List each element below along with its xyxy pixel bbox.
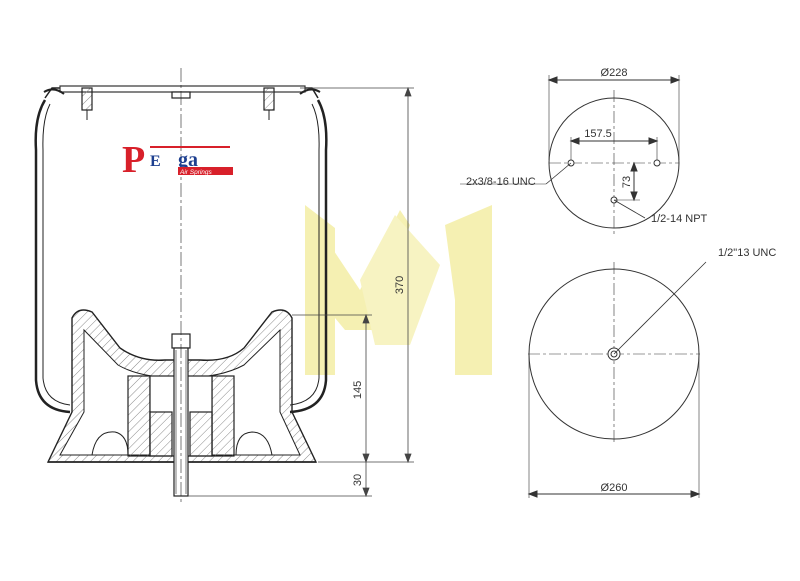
- air-spring-side-view: [34, 68, 328, 505]
- stud-spacing-label: 157.5: [584, 128, 612, 140]
- pega-logo: P E ga Air Springs: [122, 139, 233, 181]
- air-inlet-thread-label: 1/2-14 NPT: [651, 213, 708, 225]
- top-plate-view: [460, 75, 681, 236]
- piston-height-label: 145: [352, 381, 364, 399]
- logo-bar: [150, 146, 230, 148]
- stud-length-label: 30: [352, 474, 364, 486]
- stud-thread-label: 2x3/8-16 UNC: [466, 176, 536, 188]
- overall-height-label: 370: [394, 276, 406, 294]
- logo-subtitle: Air Springs: [179, 169, 213, 176]
- watermark-logo: [305, 205, 492, 375]
- bottom-plate-view: [527, 261, 707, 498]
- logo-e: E: [150, 153, 161, 170]
- bottom-thread-label: 1/2"13 UNC: [718, 247, 776, 259]
- bottom-diameter-label: Ø260: [601, 482, 628, 494]
- side-view-dimensions: [188, 86, 414, 498]
- air-inlet-offset-label: 73: [621, 176, 633, 188]
- logo-p: P: [122, 139, 145, 181]
- logo-subtitle-bg: [178, 167, 233, 175]
- top-diameter-label: Ø228: [601, 67, 628, 79]
- logo-ga: ga: [178, 149, 198, 171]
